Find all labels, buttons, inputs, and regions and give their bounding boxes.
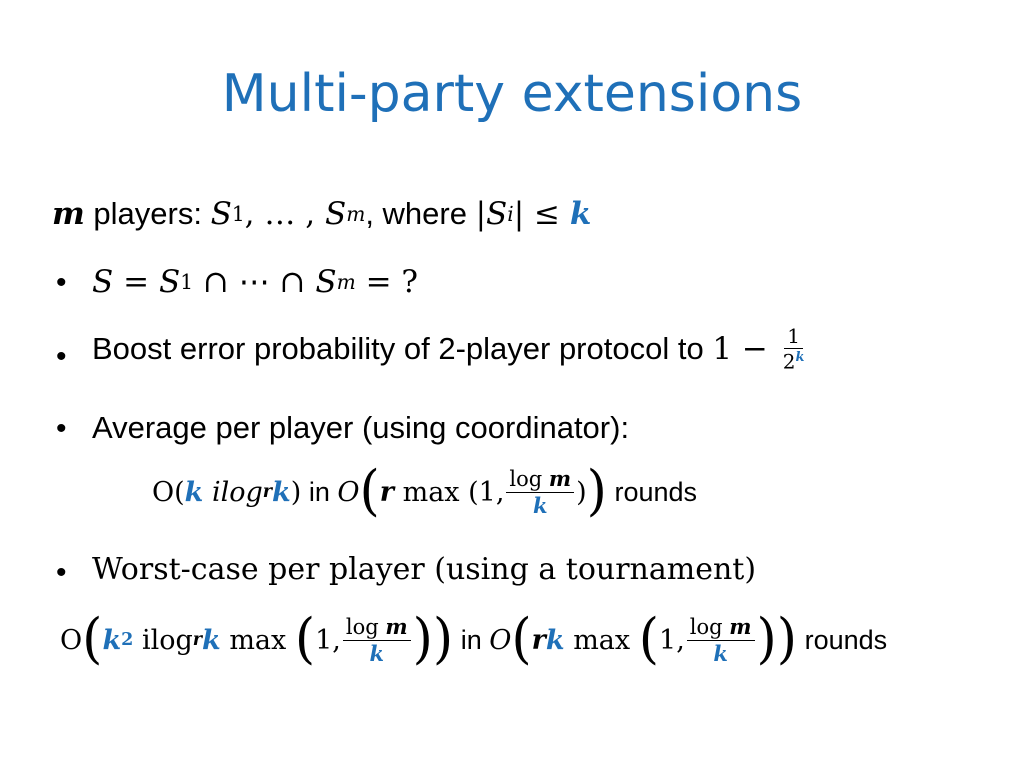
max-label: max	[220, 624, 295, 656]
log-label: log	[345, 615, 386, 639]
close-paren: )	[412, 607, 433, 671]
sub-i: i	[507, 202, 514, 226]
var-k: k	[184, 476, 204, 508]
frac-num: log m	[506, 466, 575, 493]
one-comma: 1,	[315, 624, 341, 656]
var-s: S	[92, 264, 114, 300]
bullet-4: Worst-case per player (using a tournamen…	[92, 552, 756, 587]
big-close-paren: )	[432, 607, 454, 671]
bullet-1-marker: •	[56, 266, 67, 299]
rounds-label: rounds	[606, 476, 698, 507]
where-label: , where	[365, 196, 476, 231]
eq: =	[113, 264, 159, 300]
ilog: ilog	[133, 624, 193, 656]
rounds-label: rounds	[797, 624, 888, 655]
bullet-2: Boost error probability of 2-player prot…	[92, 326, 809, 372]
close-parens: )	[576, 476, 587, 508]
fraction-error: 1 2k	[780, 326, 808, 372]
big-o: O	[60, 624, 83, 656]
eq-question: = ?	[355, 264, 419, 300]
var-s-m: S	[324, 196, 347, 232]
in-label: in	[453, 624, 490, 655]
bullet-4-text: Worst-case per player (using a tournamen…	[92, 552, 757, 587]
var-m: m	[52, 196, 85, 232]
var-s: S	[210, 196, 232, 232]
leq: ≤	[524, 196, 570, 232]
frac-num: log m	[342, 614, 411, 641]
frac-den-base: 2	[782, 349, 796, 374]
big-open-paren-2: (	[511, 607, 532, 671]
sub-1: 1	[231, 202, 245, 226]
frac-den-2: k	[713, 641, 728, 666]
close-paren: )	[290, 476, 302, 508]
bullet-4-marker: •	[56, 556, 67, 589]
one-minus: 1 −	[712, 330, 778, 367]
open-paren: (	[294, 607, 316, 671]
ilog: ilog	[203, 476, 263, 508]
big-close-paren: )	[586, 459, 607, 523]
in-label: in	[301, 476, 338, 507]
sup-r: r	[192, 630, 203, 650]
sub-1: 1	[180, 270, 194, 294]
bullet-3-marker: •	[56, 412, 67, 445]
var-s1: S	[158, 264, 181, 300]
frac-den: 2k	[780, 349, 808, 372]
var-k: k	[569, 196, 592, 232]
frac-den: k	[532, 493, 548, 518]
abs-open: |	[475, 196, 487, 232]
frac-num: 1	[784, 326, 803, 349]
close-paren-2: )	[756, 607, 777, 671]
sub-m: m	[336, 270, 356, 294]
max-label: max (1,	[394, 476, 505, 508]
sup-r: r	[262, 482, 273, 502]
big-o: O(	[152, 476, 185, 508]
max-label-2: max	[564, 624, 639, 656]
fraction-log: log m k	[506, 466, 575, 518]
bullet-2-text: Boost error probability of 2-player prot…	[92, 330, 713, 366]
var-m: m	[548, 466, 572, 491]
var-k-2: k	[272, 476, 291, 508]
open-paren-2: (	[638, 607, 660, 671]
players-label: players:	[84, 196, 211, 231]
bullet-3: Average per player (using coordinator):	[92, 410, 629, 446]
abs-close: |	[513, 196, 525, 232]
big-open-paren: (	[82, 607, 103, 671]
var-m: m	[385, 614, 408, 639]
var-r: r	[379, 476, 395, 508]
big-close-paren-2: )	[776, 607, 798, 671]
fraction-log: log m k	[342, 614, 411, 666]
var-k: k	[102, 624, 122, 656]
var-m-2: m	[729, 614, 752, 639]
big-o-2: O	[489, 624, 512, 656]
bullet-2-marker: •	[56, 340, 67, 373]
big-o-2: O	[337, 476, 360, 508]
frac-den-exp: k	[795, 350, 805, 365]
var-s-i: S	[486, 196, 508, 232]
frac-num-2: log m	[686, 614, 755, 641]
frac-den: k	[369, 641, 385, 666]
sub-m: m	[346, 202, 366, 226]
log-label-2: log	[689, 615, 730, 639]
one-comma-2: 1,	[659, 624, 685, 656]
big-open-paren: (	[359, 459, 380, 523]
var-sm: S	[315, 264, 337, 300]
intersection-dots: ∩ ⋯ ∩	[193, 264, 316, 300]
var-k-3: k	[545, 624, 565, 656]
bullet-3-text: Average per player (using coordinator):	[92, 410, 630, 445]
var-r: r	[531, 624, 546, 656]
sup-2: 2	[121, 630, 134, 650]
dots: , … ,	[244, 196, 325, 232]
slide-title: Multi-party extensions	[221, 64, 803, 124]
fraction-log-2: log m k	[686, 614, 755, 666]
var-k-2: k	[202, 624, 221, 656]
log-label: log	[509, 467, 549, 491]
